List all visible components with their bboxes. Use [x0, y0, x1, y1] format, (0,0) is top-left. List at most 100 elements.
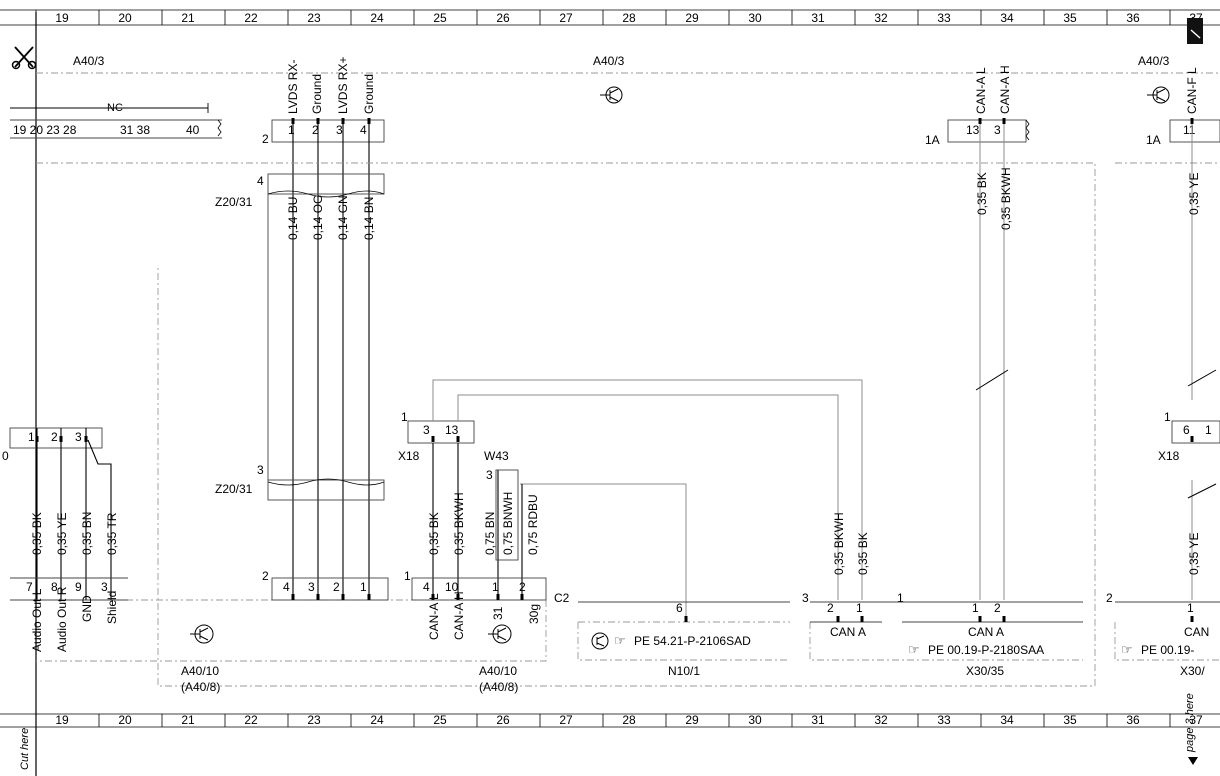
pin-marker	[978, 118, 982, 124]
ruler-column-label: 29	[685, 11, 699, 25]
c-pin-4: 4	[283, 580, 290, 594]
x18-connector: 1 3 13	[401, 410, 475, 444]
z20-31-label-bottom: Z20/31	[215, 482, 253, 496]
pin-marker	[367, 118, 371, 124]
pin-marker	[520, 594, 524, 600]
ruler-column-label: 24	[370, 11, 384, 25]
ruler-column-label: 19	[55, 713, 69, 727]
c-pin-2-left: 2	[262, 569, 269, 583]
pin-11: 11	[1183, 123, 1196, 137]
can-right-label: CAN	[1184, 625, 1209, 639]
wire-ye-top: 0,35 YE	[1187, 173, 1201, 215]
transistor-icon	[591, 632, 609, 650]
ruler-column-label: 35	[1063, 11, 1077, 25]
x18r-pin-1: 1	[1164, 410, 1171, 424]
ruler-column-label: 22	[244, 713, 258, 727]
can-f-l-top-label: CAN-F L	[1185, 67, 1199, 114]
reference-hand-icon: ☞	[614, 633, 626, 648]
top-ruler	[0, 9, 1220, 26]
pin-marker	[316, 118, 320, 124]
page-note-label: page 3 here	[1184, 693, 1196, 753]
x30-35-module: 2 1 1 1 2 CAN A CAN A ☞ PE 00.19-P-2180S…	[809, 591, 1083, 661]
can-loop-wires	[432, 379, 863, 616]
ruler-column-label: 21	[181, 11, 195, 25]
ruler-column-label: 24	[370, 713, 384, 727]
ruler-column-label: 34	[1000, 713, 1014, 727]
n10-pin-6: 6	[676, 601, 683, 615]
pin-30g-label: 30g	[527, 604, 541, 624]
wire-mid-bn: 0,75 BN	[483, 512, 497, 555]
pin-marker	[496, 594, 500, 600]
n10-pin-3: 3	[802, 591, 809, 605]
wire-mid-bnwh: 0,75 BNWH	[501, 492, 515, 555]
can-connector-top: 13 3 1A 11 1A	[925, 119, 1220, 147]
pe-reference-3[interactable]: PE 00.19-	[1141, 643, 1194, 657]
pin-1a-right: 1A	[1146, 133, 1161, 147]
transistor-icon	[1147, 86, 1170, 104]
transistor-icon	[600, 86, 623, 104]
pe-reference-1[interactable]: PE 54.21-P-2106SAD	[634, 634, 751, 648]
pin-marker	[431, 436, 435, 442]
lvds-rx-minus-label: LVDS RX-	[286, 60, 300, 114]
pin-marker	[1002, 118, 1006, 124]
left-wires	[36, 428, 112, 600]
left-pin-2: 2	[51, 430, 58, 444]
left-pin-1: 1	[28, 430, 35, 444]
ruler-column-label: 31	[811, 713, 825, 727]
b-pin-8: 8	[51, 580, 58, 594]
reference-hand-icon: ☞	[908, 642, 920, 657]
x30-pin-1: 1	[856, 601, 863, 615]
pin-marker	[367, 594, 371, 600]
bottom-left-connector: 7 8 9 3	[10, 577, 128, 601]
lvds-pin-1: 1	[288, 123, 295, 137]
wire-bn: 0,14 BN	[362, 197, 376, 240]
c-pin-2: 2	[333, 580, 340, 594]
ruler-column-label: 23	[307, 713, 321, 727]
c-pin-1: 1	[360, 580, 367, 594]
d-pin-2: 2	[519, 580, 526, 594]
wire-gn: 0,14 GN	[336, 195, 350, 240]
wire-og: 0,14 OG	[311, 195, 325, 240]
x18-pin-1: 1	[401, 410, 408, 424]
pin-marker	[456, 594, 460, 600]
top-left-connector: 19 20 23 28 31 38 40	[10, 119, 222, 139]
scissors-icon[interactable]	[11, 46, 37, 70]
gnd-label: GND	[80, 595, 94, 622]
can-a-h-top-label: CAN-A H	[998, 65, 1012, 114]
x30-pin-1b: 1	[897, 591, 904, 605]
page-corner-icon[interactable]	[1187, 18, 1203, 44]
transistor-icon	[488, 624, 512, 644]
ruler-column-label: 26	[496, 713, 510, 727]
pin-marker	[291, 594, 295, 600]
b-pin-3: 3	[101, 580, 108, 594]
pin-marker	[1002, 616, 1006, 622]
pin-marker	[1190, 616, 1194, 622]
pin-1a: 1A	[925, 133, 940, 147]
can-a-l-bottom-label: CAN-A L	[427, 593, 441, 640]
a40-3-label-mid: A40/3	[593, 54, 625, 68]
ruler-column-label: 34	[1000, 11, 1014, 25]
a40-3-label-left: A40/3	[73, 54, 105, 68]
ruler-column-label: 20	[118, 713, 132, 727]
x18r-pin-6: 6	[1183, 423, 1190, 437]
ground-label-2: Ground	[362, 74, 376, 114]
ruler-column-label: 25	[433, 11, 447, 25]
pin-marker	[341, 118, 345, 124]
wire-left-bk: 0,35 BK	[30, 512, 44, 555]
x30-pin-2b: 2	[994, 601, 1001, 615]
can-a-label-1: CAN A	[830, 625, 866, 639]
bottom-lvds-connector: 2 4 3 2 1	[262, 569, 389, 601]
d-pin-1b: 1	[492, 580, 499, 594]
pin-marker	[836, 616, 840, 622]
pin-marker	[1190, 118, 1194, 124]
page-arrow-icon[interactable]	[1188, 757, 1198, 765]
pin-markers	[35, 118, 1194, 622]
pe-reference-2[interactable]: PE 00.19-P-2180SAA	[928, 643, 1044, 657]
lvds-rx-plus-label: LVDS RX+	[336, 57, 350, 114]
x18-right-label: X18	[1158, 449, 1180, 463]
pin-marker	[860, 616, 864, 622]
can-a-label-2: CAN A	[968, 625, 1004, 639]
pin-13: 13	[966, 123, 980, 137]
